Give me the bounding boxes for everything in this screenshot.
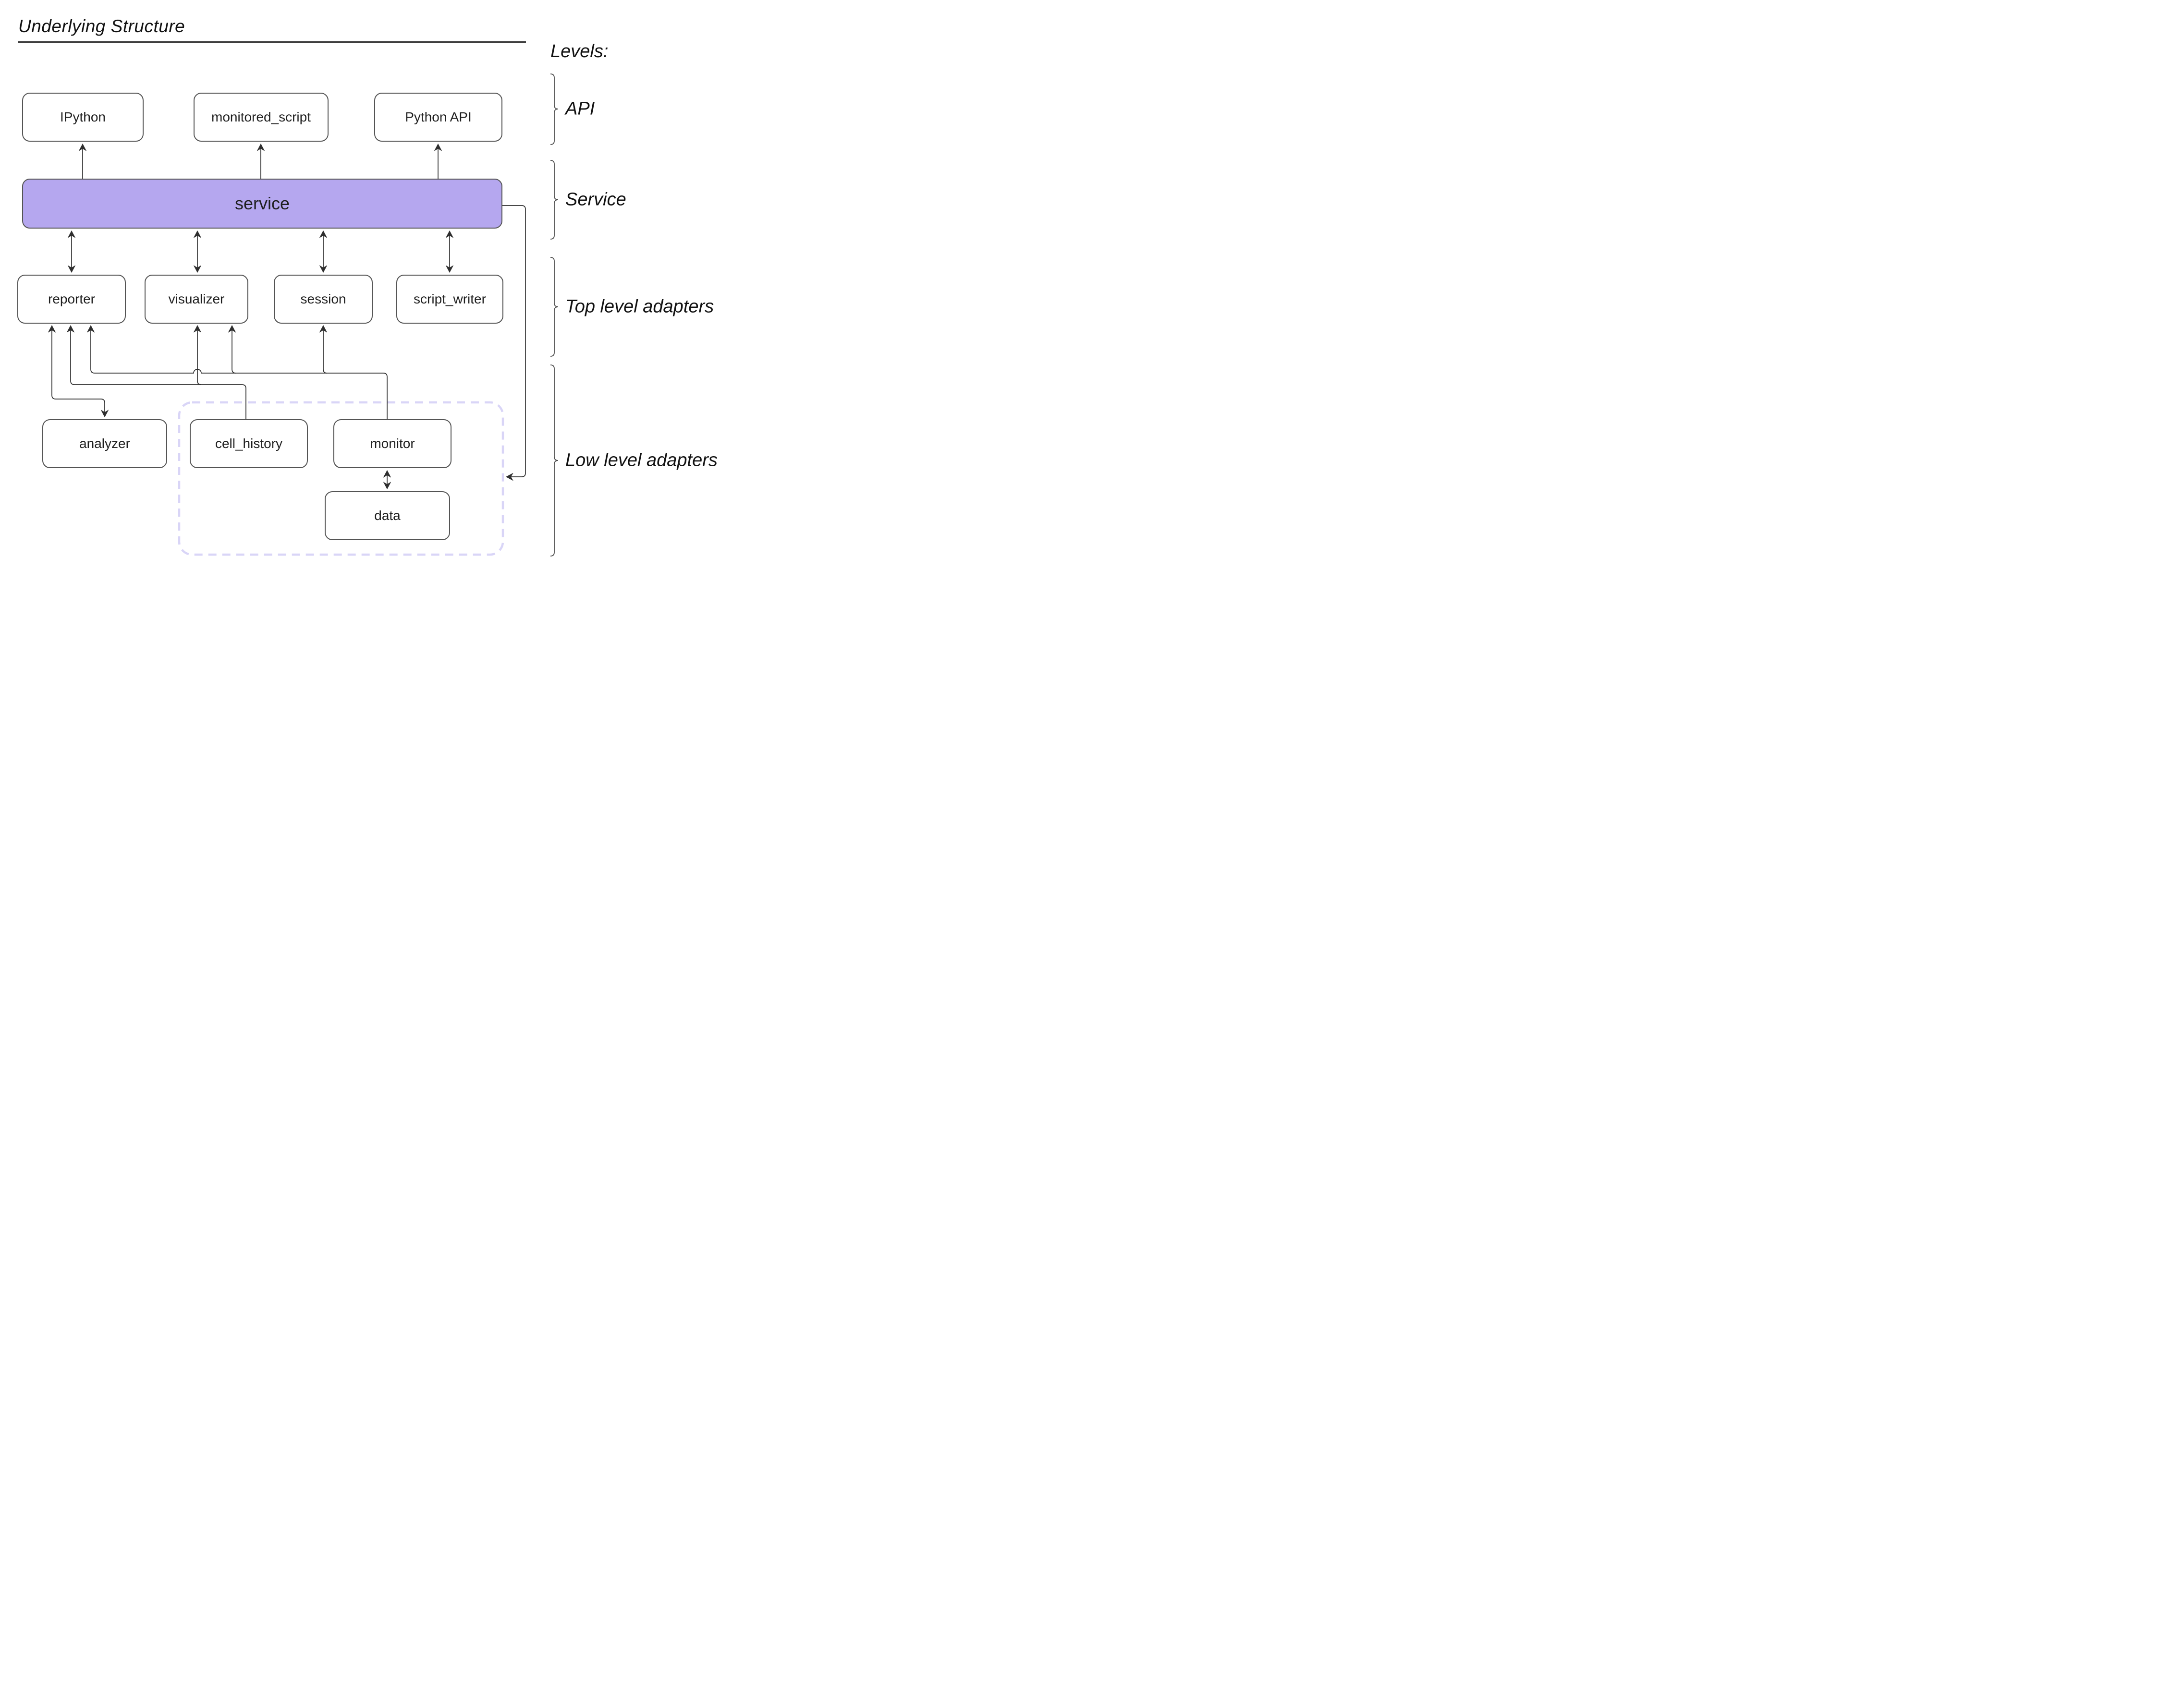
node-analyzer-label: analyzer [79,436,130,451]
brace-service [550,160,559,240]
brace-top-level [550,257,559,357]
node-cell-history: cell_history [190,419,308,468]
node-python-api-label: Python API [405,109,472,124]
node-analyzer: analyzer [42,419,167,468]
edge-monitor-reporter [91,326,388,419]
node-data-label: data [374,508,401,523]
edge-service-api [83,145,438,179]
node-session: session [274,275,373,324]
node-monitored-script: monitored_script [194,93,329,142]
node-service: service [22,179,502,229]
levels-heading: Levels: [550,41,609,61]
edge-monitor-session [323,326,327,374]
node-monitor-label: monitor [370,436,415,451]
edge-monitor-visualizer [232,326,236,374]
edges-layer [0,73,559,557]
node-service-label: service [234,194,290,213]
edge-service-adapters [72,231,450,272]
brace-low-level [550,364,559,557]
page-title: Underlying Structure [18,16,185,36]
edge-cellhistory-visualizer [197,326,201,385]
node-data: data [325,491,450,540]
edge-cellhistory-reporter [71,326,246,419]
node-reporter: reporter [17,275,126,324]
title-underline [18,41,526,43]
node-ipython-label: IPython [60,109,106,124]
node-visualizer-label: visualizer [168,291,225,306]
level-label-api: API [565,98,595,119]
brace-api [550,73,559,145]
node-monitored-script-label: monitored_script [211,109,311,124]
level-label-low-adapters: Low level adapters [565,450,718,471]
node-reporter-label: reporter [48,291,96,306]
edge-reporter-analyzer [52,326,105,416]
node-session-label: session [300,291,346,306]
node-ipython: IPython [22,93,144,142]
level-label-top-adapters: Top level adapters [565,296,714,317]
node-script-writer: script_writer [396,275,503,324]
edge-service-lowlevel [502,205,526,477]
node-python-api: Python API [374,93,502,142]
node-cell-history-label: cell_history [215,436,283,451]
low-level-group-outline [178,401,504,556]
node-monitor: monitor [333,419,452,468]
diagram-canvas: Underlying Structure [0,0,720,569]
node-visualizer: visualizer [145,275,248,324]
level-label-service: Service [565,189,626,210]
node-script-writer-label: script_writer [414,291,486,306]
